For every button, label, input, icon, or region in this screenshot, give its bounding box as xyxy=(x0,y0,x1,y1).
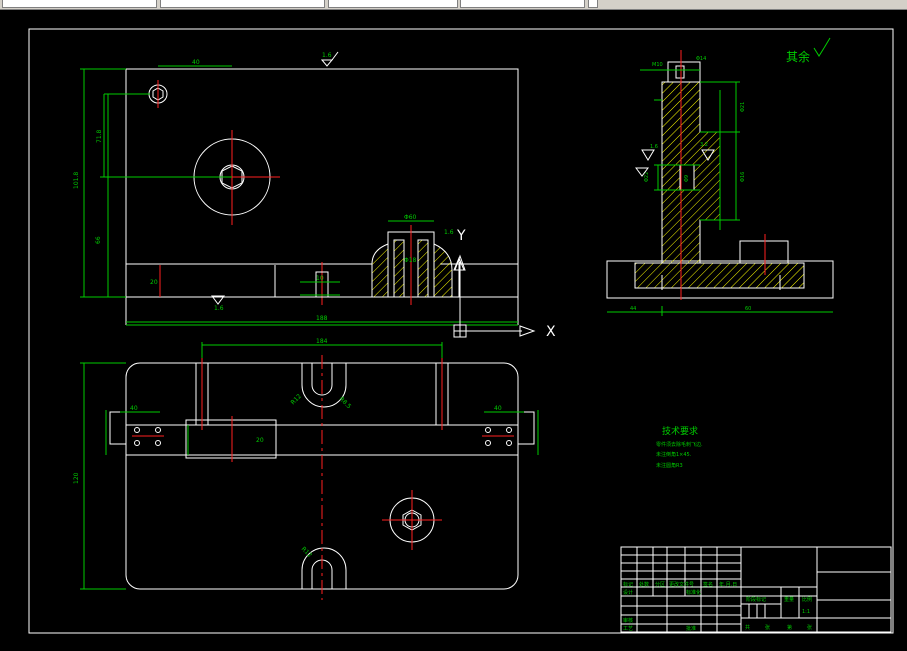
dim-front-small: 10 xyxy=(316,275,324,282)
side-section-hatch xyxy=(634,262,805,289)
ucs-x-label: X xyxy=(546,324,556,340)
tb-sheets: 张 xyxy=(765,624,770,631)
toolbar xyxy=(0,0,907,10)
front-view: 40 188 71.8 101.8 66 20 Φ60 Φ18 10 1.6 1… xyxy=(73,51,519,326)
technical-requirements: 技术要求 零件须去除毛刺飞边. 未注倒角1×45. 未注圆角R3 xyxy=(656,425,703,469)
tb-process: 工艺 xyxy=(623,626,633,632)
toolbar-field-4[interactable] xyxy=(460,0,585,8)
tb-sheet-no: 第 xyxy=(787,624,792,631)
rough-front-top: 1.6 xyxy=(322,52,332,59)
tb-header-zone: 分区 xyxy=(655,581,665,588)
dim-side-5: Φ22 xyxy=(644,172,650,182)
dim-front-left-2: 101.8 xyxy=(73,172,80,189)
tech-title: 技术要求 xyxy=(662,425,698,437)
dim-plan-slot-left: R12 xyxy=(290,393,303,406)
rough-side-1: 1.6 xyxy=(650,144,658,150)
dim-front-left-1: 71.8 xyxy=(96,129,103,143)
dim-side-bottom-left: 44 xyxy=(630,306,636,312)
tb-header-count: 处数 xyxy=(639,581,649,588)
toolbar-field-1[interactable] xyxy=(2,0,157,8)
sheet-border xyxy=(28,28,894,634)
front-boss xyxy=(371,243,389,298)
tb-review: 审核 xyxy=(623,617,633,624)
toolbar-field-3[interactable] xyxy=(328,0,458,8)
tech-line-2: 未注倒角1×45. xyxy=(656,451,692,458)
tb-total: 共 xyxy=(745,624,750,631)
dim-side-1: M10 xyxy=(652,62,663,68)
cad-drawing[interactable]: 40 188 71.8 101.8 66 20 Φ60 Φ18 10 1.6 1… xyxy=(0,10,907,651)
tb-approve: 批准 xyxy=(686,625,696,632)
rough-front-left: 1.6 xyxy=(214,305,224,312)
tb-header-date: 年.月.日 xyxy=(719,581,737,588)
rough-front-boss: 1.6 xyxy=(444,229,454,236)
tech-line-3: 未注圆角R3 xyxy=(656,462,683,469)
tech-line-1: 零件须去除毛刺飞边. xyxy=(656,441,703,448)
ucs-y-label: Y xyxy=(456,228,466,244)
dim-plan-slot-right: R8.5 xyxy=(338,396,353,411)
dim-front-top-width: 40 xyxy=(192,59,200,66)
ucs-icon: X Y xyxy=(453,228,556,340)
plan-top-slot xyxy=(301,363,347,408)
dim-plan-mid-small: 20 xyxy=(256,437,264,444)
toolbar-field-2[interactable] xyxy=(160,0,325,8)
dim-plan-right-small: 40 xyxy=(494,405,502,412)
title-block xyxy=(620,546,892,633)
dim-plan-top-width: 184 xyxy=(316,338,328,345)
dim-front-left-3: 66 xyxy=(95,236,102,244)
plan-bottom-slot xyxy=(301,547,347,589)
tb-design: 设计 xyxy=(623,589,633,596)
dim-front-total-width: 188 xyxy=(316,315,328,322)
dim-side-4: Φ16 xyxy=(740,172,746,182)
dim-side-3: Φ21 xyxy=(740,102,746,112)
dim-front-boss-width: Φ60 xyxy=(404,214,417,221)
dim-front-left-4: 20 xyxy=(150,279,158,286)
surface-note-label: 其余 xyxy=(786,49,810,64)
tb-weight: 重量 xyxy=(784,596,794,603)
tb-header-sign: 签名 xyxy=(703,581,713,588)
rough-side-2: 3.2 xyxy=(700,142,708,148)
tb-scale-value: 1:1 xyxy=(802,609,810,615)
toolbar-field-5[interactable] xyxy=(588,0,598,8)
dim-side-bottom-right: 60 xyxy=(745,306,751,312)
title-block-text: 标记 处数 分区 更改文件号 签名 年.月.日 设计 标准化 审核 工艺 批准 … xyxy=(623,581,812,632)
dim-front-boss-inner: Φ18 xyxy=(404,257,417,264)
side-base-outline xyxy=(606,260,834,299)
dim-plan-left-height: 120 xyxy=(73,472,80,484)
side-view: M10 Φ14 Φ21 Φ16 Φ22 Φ9 44 60 1.6 3.2 xyxy=(606,50,834,316)
dim-plan-slot-bottom: R12 xyxy=(300,546,313,559)
tb-sheet-suffix: 张 xyxy=(807,624,812,631)
dim-side-2: Φ14 xyxy=(696,56,706,62)
dim-side-6: Φ9 xyxy=(684,175,690,182)
dim-plan-left-small: 40 xyxy=(130,405,138,412)
tb-scale: 比例 xyxy=(802,596,812,603)
surface-roughness-note: 其余 xyxy=(786,37,831,64)
tb-header-mark: 标记 xyxy=(623,581,633,588)
tb-standard: 标准化 xyxy=(686,589,701,596)
tb-stage-mark: 阶段标记 xyxy=(746,596,766,603)
tb-header-docno: 更改文件号 xyxy=(669,581,694,588)
plan-view: 184 120 R12 R8.5 R12 40 40 20 xyxy=(73,338,539,600)
